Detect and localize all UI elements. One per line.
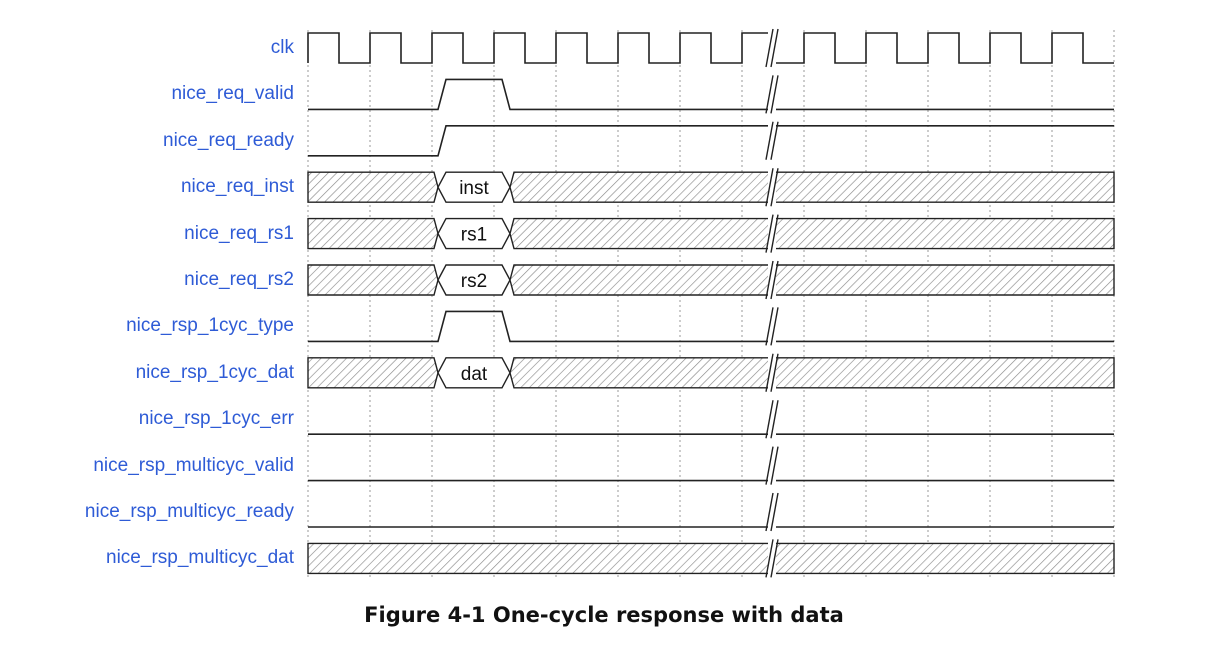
wave-nice-rsp-1cyc-type bbox=[308, 310, 1114, 343]
double-slash-break-icon bbox=[765, 214, 779, 253]
double-slash-break-icon bbox=[765, 168, 779, 207]
bus-value-label: dat bbox=[461, 364, 488, 385]
wave-nice-req-valid bbox=[308, 78, 1114, 111]
double-slash-break-icon bbox=[765, 260, 779, 300]
signal-label: nice_req_rs2 bbox=[184, 269, 294, 290]
wave-clk bbox=[307, 32, 1114, 64]
wave-nice-req-inst: inst bbox=[307, 171, 1115, 203]
bus-value-label: rs1 bbox=[461, 225, 487, 246]
wave-nice-req-ready bbox=[308, 125, 1114, 157]
time-grid bbox=[307, 30, 1115, 580]
signal-label: clk bbox=[270, 37, 294, 58]
signal-label: nice_rsp_multicyc_valid bbox=[93, 454, 294, 476]
double-slash-break-icon bbox=[765, 492, 779, 532]
signal-label: nice_req_valid bbox=[171, 83, 294, 105]
double-slash-break-icon bbox=[765, 28, 779, 68]
signal-label: nice_req_inst bbox=[180, 176, 294, 198]
double-slash-break-icon bbox=[765, 539, 779, 578]
double-slash-break-icon bbox=[765, 353, 779, 392]
signal-label: nice_rsp_1cyc_err bbox=[138, 408, 294, 430]
wave-nice-req-rs1: rs1 bbox=[307, 217, 1115, 250]
wave-nice-rsp-multicyc-dat bbox=[307, 542, 1115, 575]
double-slash-break-icon bbox=[765, 307, 779, 346]
double-slash-break-icon bbox=[765, 400, 779, 439]
double-slash-break-icon bbox=[765, 121, 779, 160]
figure-caption: Figure 4-1 One-cycle response with data bbox=[364, 603, 844, 627]
double-slash-break-icon bbox=[765, 75, 779, 114]
signal-label: nice_req_ready bbox=[163, 129, 294, 151]
bus-value-label: inst bbox=[459, 178, 489, 199]
signal-label: nice_rsp_multicyc_dat bbox=[106, 547, 294, 569]
signal-label: nice_rsp_1cyc_dat bbox=[135, 361, 294, 383]
signal-label: nice_req_rs1 bbox=[184, 222, 294, 244]
signal-label: nice_rsp_multicyc_ready bbox=[84, 501, 294, 522]
double-slash-break-icon bbox=[765, 446, 779, 485]
bus-value-label: rs2 bbox=[461, 271, 487, 292]
wave-nice-rsp-1cyc-dat: dat bbox=[307, 357, 1115, 389]
wave-nice-req-rs2: rs2 bbox=[307, 264, 1115, 296]
signal-label: nice_rsp_1cyc_type bbox=[126, 315, 294, 337]
